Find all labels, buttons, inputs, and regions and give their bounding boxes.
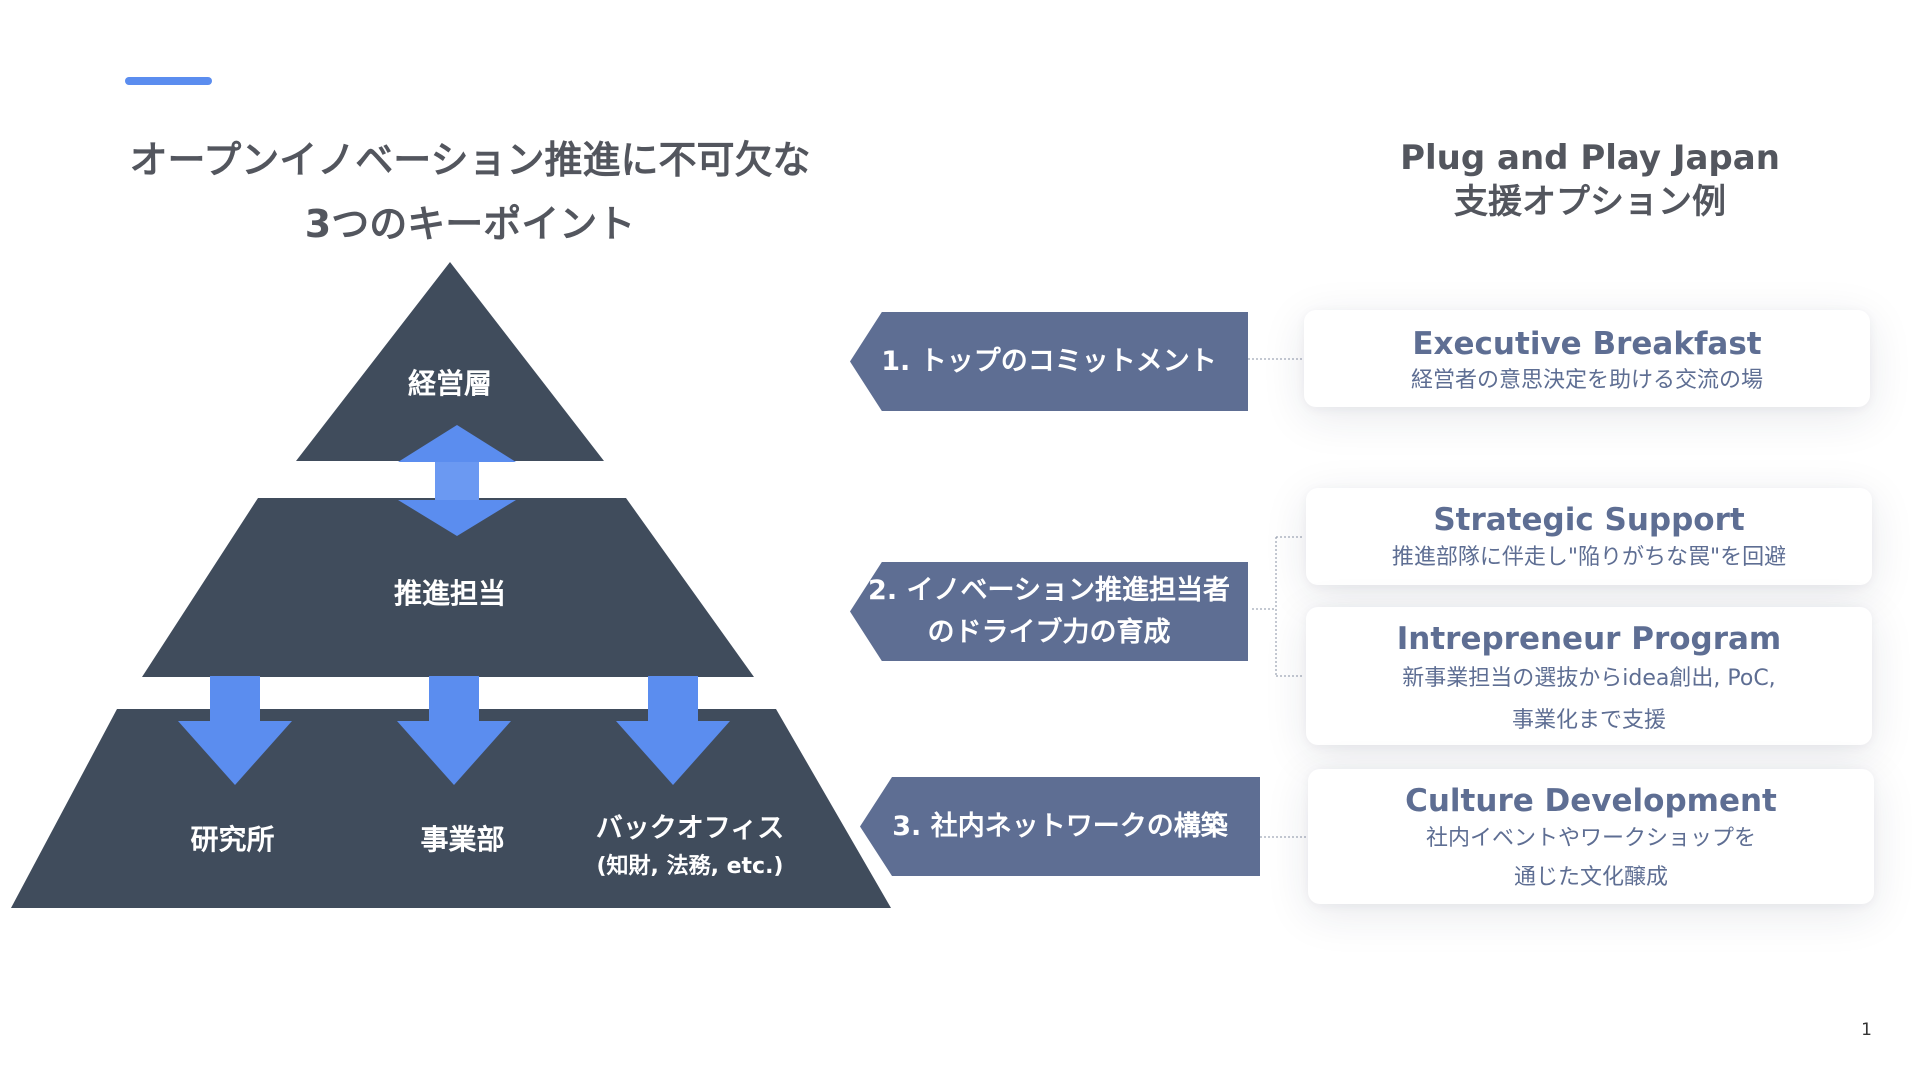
pyramid-label-backoffice: バックオフィス	[595, 813, 785, 844]
option-description: 経営者の意思決定を助ける交流の場	[1410, 368, 1763, 393]
pyramid-middle-tier	[142, 498, 754, 677]
option-description-line-1: 新事業担当の選抜からidea創出, PoC,	[1402, 666, 1776, 691]
key-point-1: 1. トップのコミットメント	[850, 312, 1248, 411]
pyramid-diagram	[11, 262, 891, 908]
down-arrow-icon-lab	[178, 676, 292, 785]
option-description: 推進部隊に伴走し"陥りがちな罠"を回避	[1391, 545, 1787, 570]
option-card-intrepreneur-program: Intrepreneur Program 新事業担当の選抜からidea創出, P…	[1306, 607, 1872, 745]
pyramid-label-division: 事業部	[420, 823, 505, 856]
pyramid-top-tier	[296, 262, 604, 461]
key-point-3-text: 3. 社内ネットワークの構築	[892, 810, 1228, 842]
option-title: Culture Development	[1405, 783, 1777, 819]
options-heading: Plug and Play Japan 支援オプション例	[1300, 136, 1880, 224]
bidirectional-arrow-icon	[398, 425, 516, 536]
page-number: 1	[1861, 1020, 1872, 1040]
accent-bar	[125, 77, 212, 85]
options-heading-line-2: 支援オプション例	[1454, 182, 1726, 222]
slide-title-line-2: 3つのキーポイント	[304, 202, 636, 246]
key-point-3: 3. 社内ネットワークの構築	[860, 777, 1260, 876]
key-point-2-line-2: のドライブ力の育成	[927, 616, 1171, 648]
option-title: Executive Breakfast	[1412, 326, 1762, 362]
option-description-line-2: 通じた文化醸成	[1513, 865, 1668, 890]
options-heading-line-1: Plug and Play Japan	[1400, 138, 1780, 178]
option-card-strategic-support: Strategic Support 推進部隊に伴走し"陥りがちな罠"を回避	[1306, 488, 1872, 585]
slide-title-line-1: オープンイノベーション推進に不可欠な	[129, 138, 811, 182]
option-description-line-2: 事業化まで支援	[1511, 708, 1666, 733]
slide-title: オープンイノベーション推進に不可欠な 3つのキーポイント	[60, 128, 880, 256]
pyramid-label-lab: 研究所	[190, 823, 275, 856]
option-title: Intrepreneur Program	[1396, 621, 1782, 657]
connector-bracket-2	[1252, 536, 1304, 677]
option-title: Strategic Support	[1433, 502, 1745, 538]
key-point-2-line-1: 2. イノベーション推進担当者	[868, 574, 1230, 606]
key-point-1-text: 1. トップのコミットメント	[881, 345, 1217, 377]
option-card-culture-development: Culture Development 社内イベントやワークショップを 通じた文…	[1308, 769, 1874, 904]
pyramid-label-executives: 経営層	[407, 367, 492, 400]
down-arrow-icon-division	[397, 676, 511, 785]
option-card-executive-breakfast: Executive Breakfast 経営者の意思決定を助ける交流の場	[1304, 310, 1870, 407]
pyramid-sublabel-backoffice: (知財, 法務, etc.)	[596, 854, 784, 879]
key-point-2: 2. イノベーション推進担当者 のドライブ力の育成	[850, 562, 1248, 661]
option-description-line-1: 社内イベントやワークショップを	[1425, 826, 1756, 851]
down-arrow-icon-backoffice	[616, 676, 730, 785]
pyramid-label-promoters: 推進担当	[393, 577, 506, 610]
